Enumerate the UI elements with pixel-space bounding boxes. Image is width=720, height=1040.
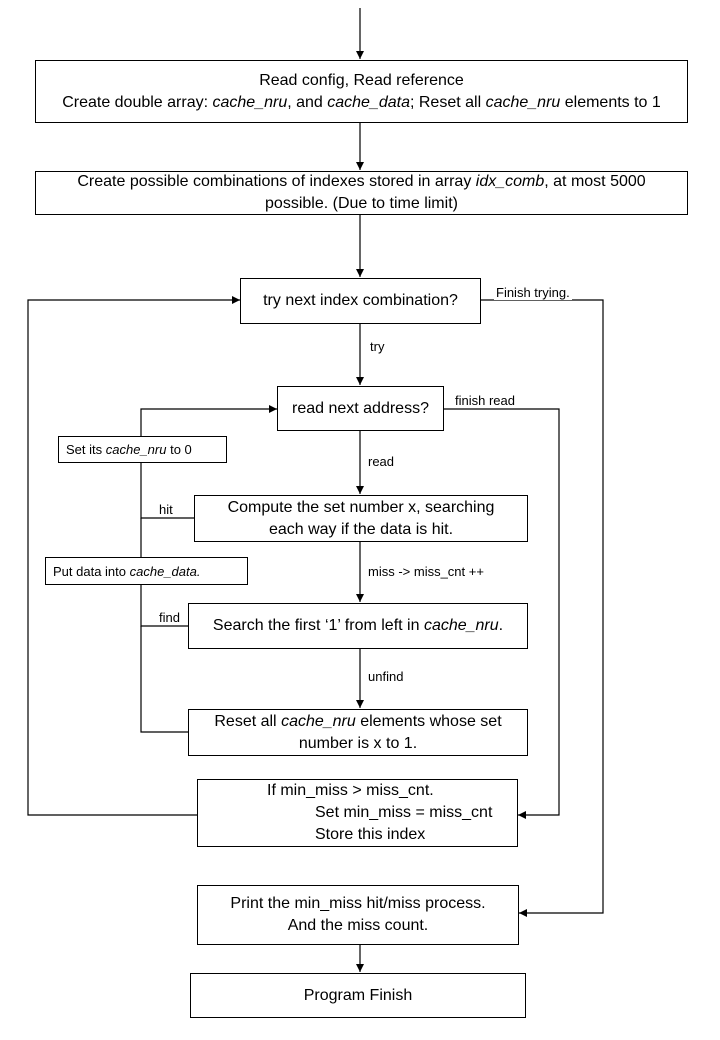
search-first-one-text-segment: cache_nru bbox=[423, 617, 499, 634]
read-config-line2-segment: , and bbox=[287, 93, 328, 111]
read-config-line2-segment: cache_nru bbox=[212, 93, 288, 111]
read-next-address-box: read next address? bbox=[277, 386, 444, 431]
set-nru-note-text: Set its cache_nru to 0 bbox=[66, 442, 192, 457]
set-nru-note-text-segment: cache_nru bbox=[105, 442, 167, 457]
label-hit: hit bbox=[157, 502, 175, 517]
label-unfind: unfind bbox=[366, 669, 406, 684]
set-nru-note-text-segment: to 0 bbox=[166, 442, 192, 457]
create-combinations-line1: Create possible combinations of indexes … bbox=[77, 171, 645, 193]
min-miss-box: If min_miss > miss_cnt. Set min_miss = m… bbox=[197, 779, 518, 847]
read-config-line2: Create double array: cache_nru, and cach… bbox=[62, 92, 661, 114]
print-line1: Print the min_miss hit/miss process. bbox=[230, 895, 486, 912]
read-config-line2-segment: cache_data bbox=[327, 93, 410, 111]
line-reset-loop bbox=[140, 626, 188, 733]
put-data-note-text-segment: Put data into bbox=[53, 563, 130, 579]
reset-nru-line1: Reset all cache_nru elements whose set bbox=[214, 711, 501, 733]
create-combinations-line1-segment: idx_comb bbox=[475, 173, 545, 190]
label-finish-read: finish read bbox=[453, 393, 517, 408]
search-first-one-text-segment: Search the first ‘1’ from left in bbox=[212, 617, 424, 634]
create-combinations-line2: possible. (Due to time limit) bbox=[265, 195, 458, 212]
label-read: read bbox=[366, 454, 397, 469]
try-next-combination-text: try next index combination? bbox=[263, 292, 458, 309]
put-data-note-text: Put data into cache_data. bbox=[53, 564, 200, 579]
min-miss-line1: If min_miss > miss_cnt. bbox=[267, 782, 434, 799]
label-try: try bbox=[368, 339, 387, 354]
reset-nru-line1-segment: elements whose set bbox=[355, 712, 502, 730]
read-config-box: Read config, Read reference Create doubl… bbox=[35, 60, 688, 123]
reset-nru-line1-segment: Reset all bbox=[214, 712, 282, 730]
create-combinations-box: Create possible combinations of indexes … bbox=[35, 171, 688, 215]
label-finish-trying: Finish trying. bbox=[494, 285, 572, 300]
read-config-line2-segment: Create double array: bbox=[62, 93, 213, 111]
program-finish-text: Program Finish bbox=[303, 986, 413, 1004]
print-line2: And the miss count. bbox=[287, 917, 429, 934]
reset-nru-line1-segment: cache_nru bbox=[281, 712, 356, 730]
compute-line2: each way if the data is hit. bbox=[268, 520, 454, 538]
label-find: find bbox=[157, 610, 182, 625]
create-combinations-line1-segment: , at most 5000 bbox=[544, 173, 646, 190]
put-data-note: Put data into cache_data. bbox=[45, 557, 248, 585]
create-combinations-line1-segment: Create possible combinations of indexes … bbox=[77, 173, 476, 190]
set-nru-note-text-segment: Set its bbox=[66, 442, 106, 457]
try-next-combination-box: try next index combination? bbox=[240, 278, 481, 324]
read-next-address-text: read next address? bbox=[292, 399, 429, 417]
label-miss: miss -> miss_cnt ++ bbox=[366, 564, 486, 579]
read-config-line2-segment: ; Reset all bbox=[409, 93, 486, 111]
search-first-one-text: Search the first ‘1’ from left in cache_… bbox=[213, 615, 503, 637]
arrow-finish-read bbox=[443, 408, 560, 819]
arrow-loop-back bbox=[27, 296, 240, 816]
arrow-finish-trying bbox=[480, 299, 604, 917]
reset-nru-line2: number is x to 1. bbox=[298, 734, 418, 752]
min-miss-line3: Store this index bbox=[315, 826, 426, 843]
search-first-one-box: Search the first ‘1’ from left in cache_… bbox=[188, 603, 528, 649]
read-config-line1: Read config, Read reference bbox=[259, 71, 464, 89]
read-config-line2-segment: cache_nru bbox=[485, 93, 561, 111]
reset-nru-box: Reset all cache_nru elements whose set n… bbox=[188, 709, 528, 756]
program-finish-box: Program Finish bbox=[190, 973, 526, 1018]
compute-set-number-box: Compute the set number x, searching each… bbox=[194, 495, 528, 542]
print-result-box: Print the min_miss hit/miss process. And… bbox=[197, 885, 519, 945]
read-config-line2-segment: elements to 1 bbox=[560, 93, 661, 111]
put-data-note-text-segment: cache_data. bbox=[129, 563, 201, 579]
min-miss-line2: Set min_miss = miss_cnt bbox=[315, 804, 493, 821]
compute-line1: Compute the set number x, searching bbox=[227, 498, 495, 516]
set-nru-note: Set its cache_nru to 0 bbox=[58, 436, 227, 463]
arrow-hit-loop bbox=[140, 405, 277, 519]
search-first-one-text-segment: . bbox=[498, 617, 504, 634]
